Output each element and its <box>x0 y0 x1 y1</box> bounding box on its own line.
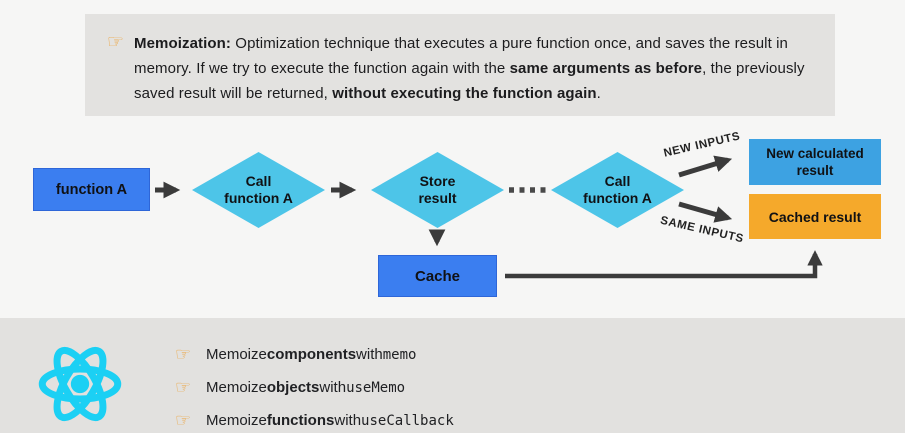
edge-label-same-inputs: SAME INPUTS <box>659 214 745 246</box>
pointing-finger-icon: ☞ <box>175 344 192 364</box>
react-logo-icon <box>38 346 122 422</box>
react-footer-bar <box>0 318 905 433</box>
code-usecallback: useCallback <box>361 412 454 429</box>
list-item-memo: ☞Memoize components with memo <box>175 344 417 364</box>
definition-term: Memoization: <box>134 35 232 52</box>
code-usememo: useMemo <box>346 379 406 396</box>
memoize-tips-list: ☞Memoize components with memo ☞Memoize o… <box>175 338 454 433</box>
node-new-calculated-result: New calculated result <box>749 139 881 185</box>
list-item-usememo: ☞Memoize objects with useMemo <box>175 377 406 397</box>
definition-text: Memoization: Optimization technique that… <box>134 35 805 102</box>
list-item-usecallback: ☞Memoize functions with useCallback <box>175 410 454 430</box>
node-cached-result: Cached result <box>749 194 881 239</box>
code-memo: memo <box>382 346 417 363</box>
edge-label-new-inputs: NEW INPUTS <box>662 130 742 160</box>
pointing-finger-icon: ☞ <box>175 377 192 397</box>
pointing-finger-icon: ☞ <box>175 410 192 430</box>
node-cache: Cache <box>378 255 497 297</box>
pointing-finger-icon: ☞ <box>107 32 125 53</box>
node-function-a: function A <box>33 168 150 211</box>
definition-panel: ☞ Memoization: Optimization technique th… <box>85 14 835 116</box>
